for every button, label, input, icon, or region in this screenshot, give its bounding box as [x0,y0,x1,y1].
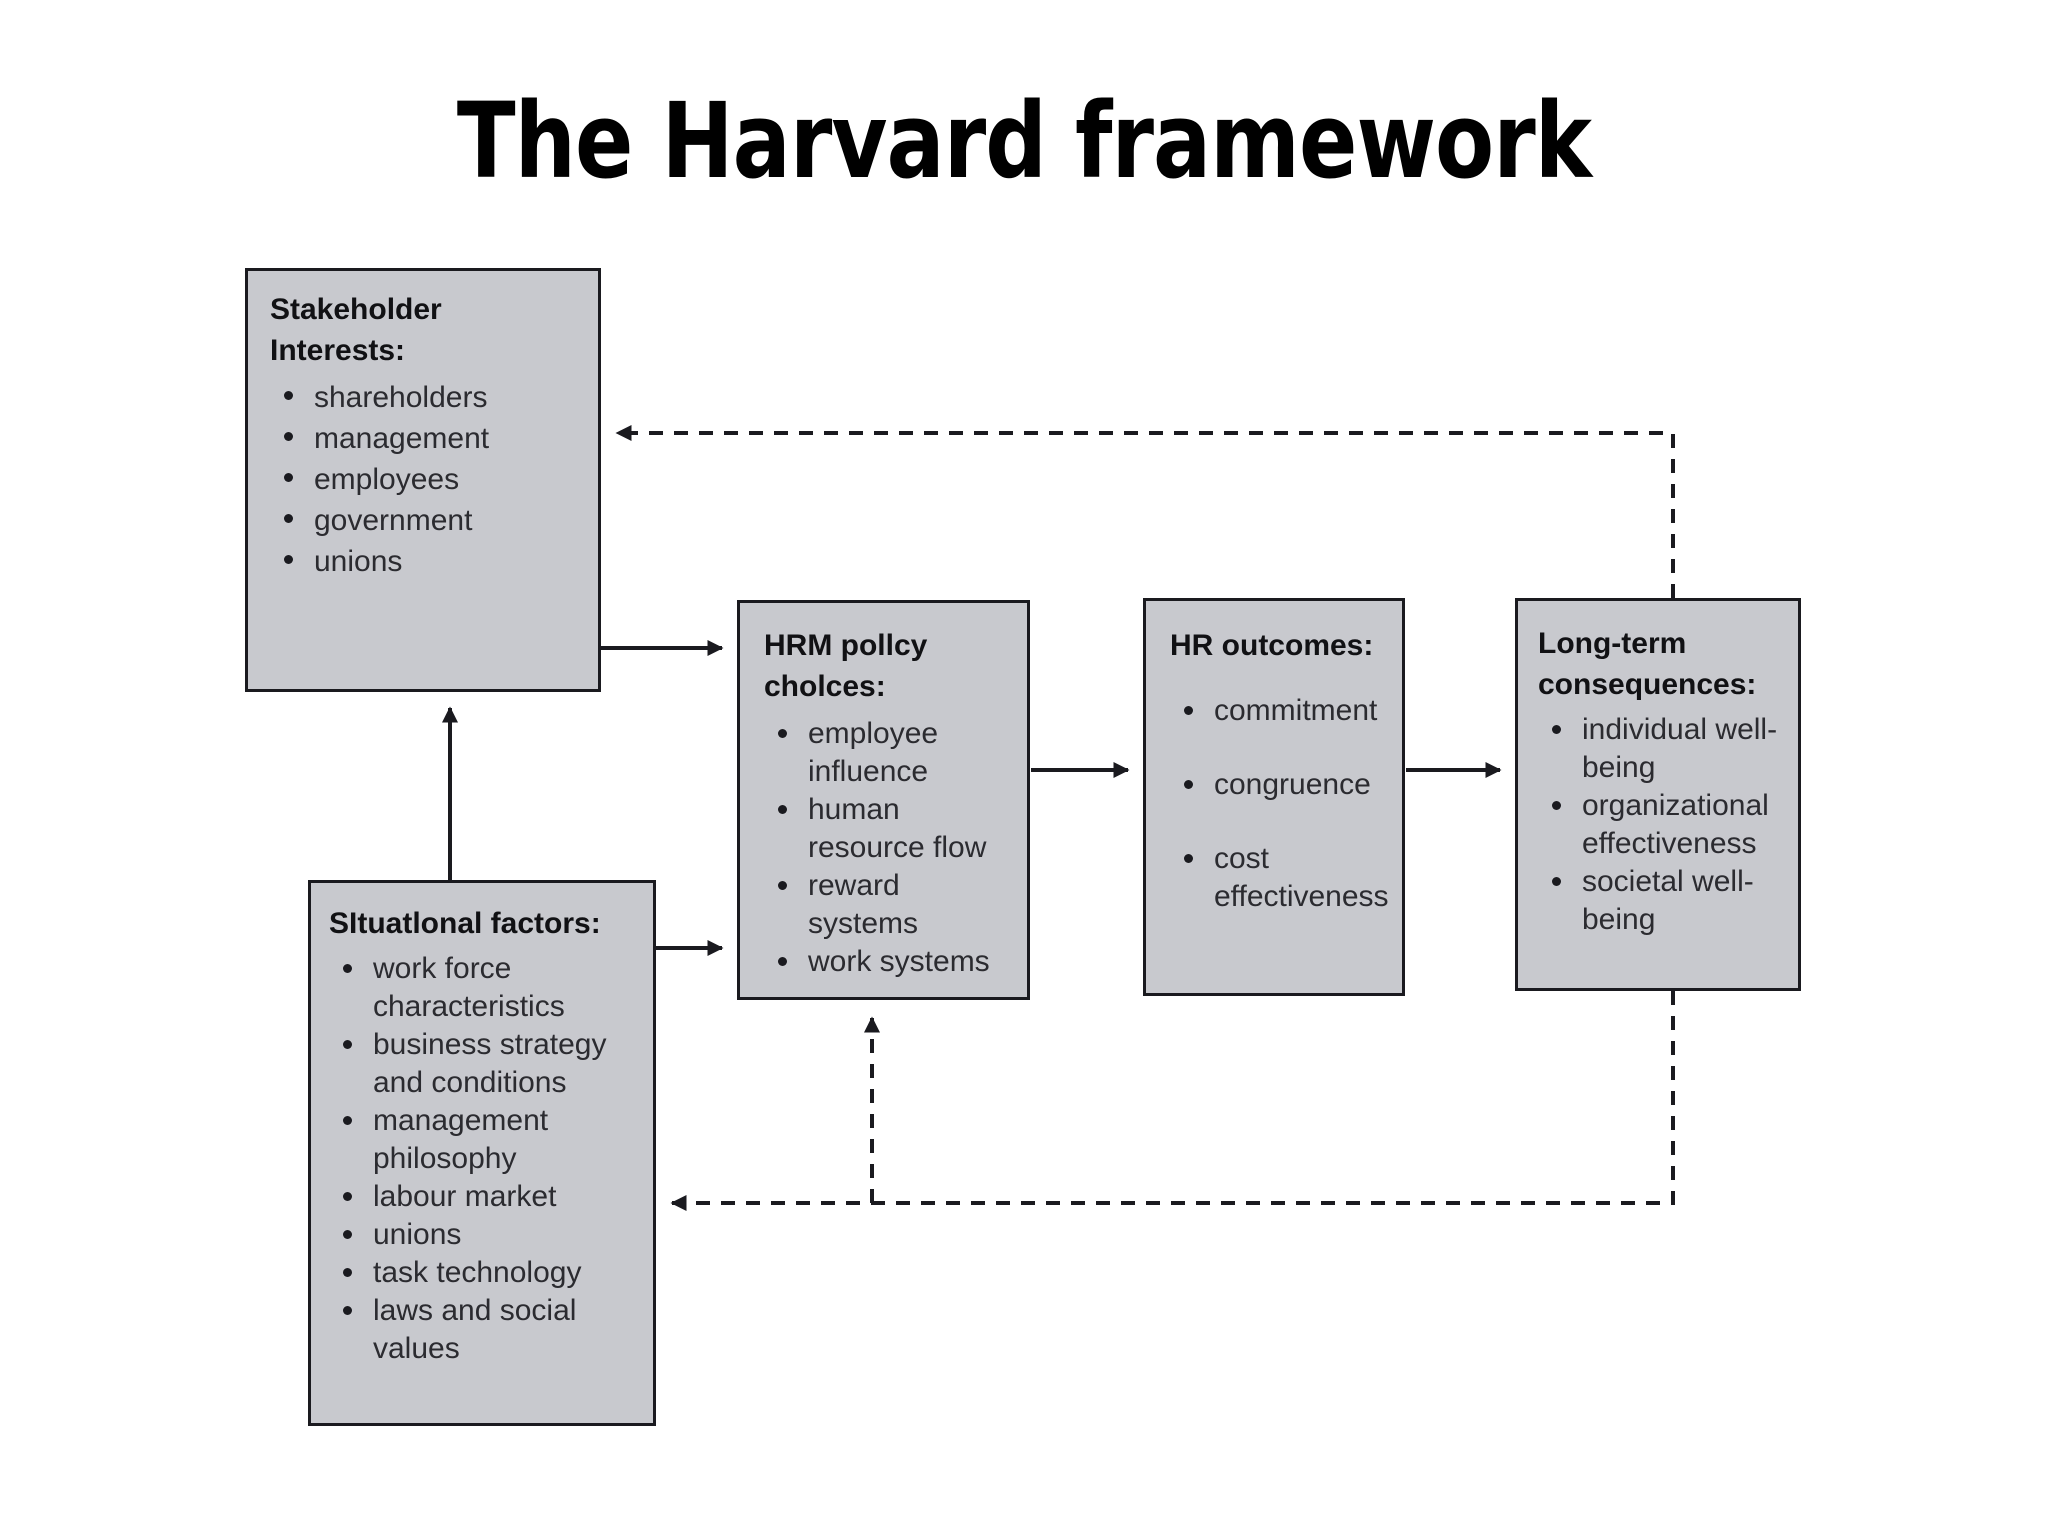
node-heading: Stakeholder Interests: [270,293,442,367]
node-bullet-list: employee influence human resource flow r… [764,715,1015,981]
node-hr-outcomes[interactable]: HR outcomes: commitment congruence cost … [1143,598,1405,996]
bullet-icon [343,964,352,973]
node-stakeholder-interests[interactable]: Stakeholder Interests: shareholders mana… [245,268,601,692]
bullet-icon [1552,877,1561,886]
node-bullet-list: work force characteristics business stra… [329,950,643,1368]
node-bullet-list: individual well-being organizational eff… [1538,711,1788,939]
node-hrm-policy-choices[interactable]: HRM pollcy cholces: employee influence h… [737,600,1030,1000]
node-bullet-list: shareholders management employees govern… [270,377,584,582]
bullet-icon [1552,725,1561,734]
bullet-icon [343,1116,352,1125]
list-item: government [270,500,584,541]
node-situational-factors[interactable]: SItuatlonal factors: work force characte… [308,880,656,1426]
bullet-icon [778,729,787,738]
list-item: reward systems [764,867,1015,943]
list-item: work systems [764,943,1015,981]
list-item: unions [270,541,584,582]
bullet-icon [343,1230,352,1239]
list-item: management philosophy [329,1102,643,1178]
bullet-icon [778,957,787,966]
list-item: business strategy and conditions [329,1026,643,1102]
page-title: The Harvard framework [456,80,1592,202]
list-item: employee influence [764,715,1015,791]
list-item: organizational effectiveness [1538,787,1788,863]
edge-longterm-to-stakeholder-feedback [615,425,1675,598]
bullet-icon [284,391,293,400]
bullet-icon [284,432,293,441]
list-item: societal well-being [1538,863,1788,939]
list-item: labour market [329,1178,643,1216]
node-heading: Long-term consequences: [1538,627,1757,701]
bullet-icon [778,881,787,890]
list-item: unions [329,1216,643,1254]
bullet-icon [1184,706,1193,715]
bullet-icon [343,1268,352,1277]
list-item: congruence [1170,766,1392,804]
list-item: laws and social values [329,1292,643,1368]
bullet-icon [1184,854,1193,863]
bullet-icon [343,1306,352,1315]
list-item: management [270,418,584,459]
list-item: human resource flow [764,791,1015,867]
bullet-icon [343,1040,352,1049]
list-item: commitment [1170,692,1392,730]
bullet-icon [1552,801,1561,810]
list-item: work force characteristics [329,950,643,1026]
bullet-icon [284,514,293,523]
node-bullet-list: commitment congruence cost effectiveness [1170,692,1392,916]
list-item: shareholders [270,377,584,418]
edge-longterm-to-situational-feedback [670,991,1675,1211]
list-item: task technology [329,1254,643,1292]
node-heading: SItuatlonal factors: [329,907,601,940]
list-item: employees [270,459,584,500]
bullet-icon [343,1192,352,1201]
list-item: individual well-being [1538,711,1788,787]
bullet-icon [284,473,293,482]
node-long-term-consequences[interactable]: Long-term consequences: individual well-… [1515,598,1801,991]
list-item: cost effectiveness [1170,840,1392,916]
bullet-icon [284,555,293,564]
bullet-icon [778,805,787,814]
bullet-icon [1184,780,1193,789]
node-heading: HR outcomes: [1170,629,1374,662]
node-heading: HRM pollcy cholces: [764,629,928,703]
